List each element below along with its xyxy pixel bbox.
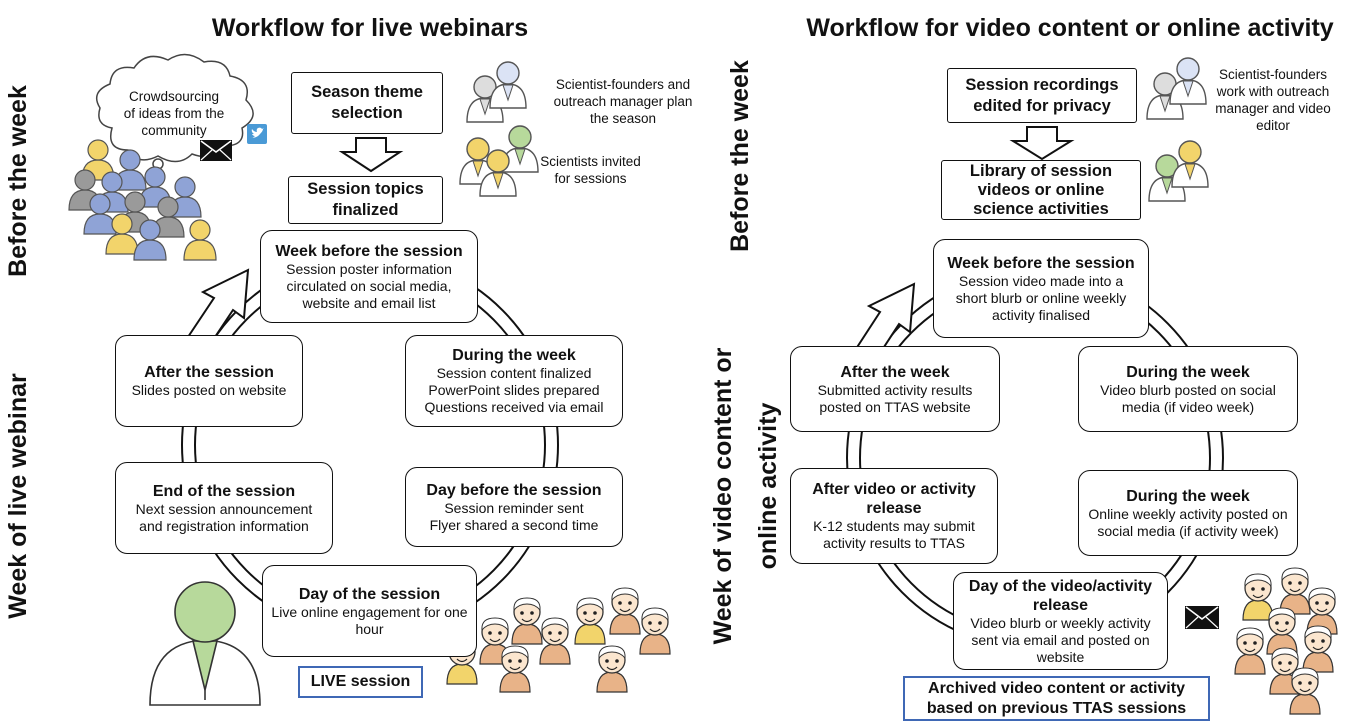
right-after-week-heading: After the week (840, 363, 950, 381)
right-students (1234, 567, 1338, 715)
left-week-before-text: Session poster information circulated on… (286, 260, 452, 311)
right-after-release-heading: After video or activity release (812, 481, 976, 517)
right-during-week-video-text: Video blurb posted on social media (if v… (1100, 381, 1276, 415)
recordings-label: Session recordings edited for privacy (965, 75, 1119, 115)
right-day-of-heading: Day of the video/activity release (968, 577, 1153, 614)
thought-cloud-icon (95, 53, 254, 178)
left-invited-note: Scientists invited for sessions (540, 154, 641, 186)
left-after-session-box: After the session Slides posted on websi… (115, 335, 303, 427)
session-topics-box: Session topics finalized (288, 176, 443, 224)
right-founders-note: Scientist-founders work with outreach ma… (1215, 67, 1331, 133)
right-down-arrow (1009, 126, 1075, 161)
library-label: Library of session videos or online scie… (969, 161, 1113, 218)
right-title: Workflow for video content or online act… (806, 14, 1334, 42)
right-week-before-box: Week before the session Session video ma… (933, 239, 1149, 338)
right-day-of-box: Day of the video/activity release Video … (953, 572, 1168, 670)
left-students (446, 587, 671, 693)
left-founders-icon (466, 61, 527, 123)
left-end-session-box: End of the session Next session announce… (115, 462, 333, 554)
left-day-of-box: Day of the session Live online engagemen… (262, 565, 477, 657)
archive-box: Archived video content or activity based… (903, 676, 1210, 721)
right-week-before-heading: Week before the session (947, 254, 1135, 272)
left-day-of-heading: Day of the session (298, 585, 441, 603)
right-week-before-text: Session video made into a short blurb or… (955, 272, 1127, 323)
left-during-week-box: During the week Session content finalize… (405, 335, 623, 427)
left-during-week-line-3: Questions received via email (424, 399, 604, 415)
left-after-session-heading: After the session (144, 364, 274, 381)
right-during-week-activity-heading: During the week (1126, 487, 1250, 505)
left-founders-note: Scientist-founders and outreach manager … (553, 77, 693, 126)
right-after-release-box: After video or activity release K-12 stu… (790, 468, 998, 564)
left-invited-scientists-icon (459, 125, 539, 197)
right-during-week-activity-text: Online weekly activity posted on social … (1088, 505, 1288, 539)
live-session-box: LIVE session (298, 666, 423, 698)
left-after-session-text: Slides posted on website (131, 382, 287, 398)
envelope-icon (200, 140, 232, 161)
left-during-week-line-1: Session content finalized (436, 365, 592, 381)
left-down-arrow (338, 137, 404, 173)
library-box: Library of session videos or online scie… (941, 160, 1141, 220)
right-founders-icon (1146, 57, 1207, 120)
left-week-before-heading: Week before the session (275, 242, 463, 260)
left-end-session-heading: End of the session (152, 482, 296, 500)
season-theme-label: Season theme selection (311, 83, 423, 122)
left-day-before-line-1: Session reminder sent (444, 499, 584, 516)
right-envelope-icon (1185, 606, 1219, 629)
left-during-week-heading: During the week (452, 347, 576, 364)
left-day-of-text: Live online engagement for one hour (271, 603, 468, 637)
right-after-release-text: K-12 students may submit activity result… (813, 518, 975, 551)
right-during-week-activity-box: During the week Online weekly activity p… (1078, 470, 1298, 556)
left-title: Workflow for live webinars (211, 14, 529, 42)
left-end-session-text: Next session announcement and registrati… (135, 500, 313, 534)
left-day-before-box: Day before the session Session reminder … (405, 467, 623, 547)
presenter-icon (149, 581, 261, 706)
right-after-week-box: After the week Submitted activity result… (790, 346, 1000, 432)
right-after-week-text: Submitted activity results posted on TTA… (817, 381, 973, 415)
left-during-week-line-2: PowerPoint slides prepared (428, 382, 600, 398)
recordings-box: Session recordings edited for privacy (947, 68, 1137, 123)
right-during-week-video-heading: During the week (1126, 363, 1250, 381)
right-day-of-text: Video blurb or weekly activity sent via … (970, 614, 1151, 665)
cloud-text: Crowdsourcing of ideas from the communit… (123, 89, 225, 138)
session-topics-label: Session topics finalized (307, 180, 424, 219)
twitter-icon (247, 124, 267, 144)
season-theme-box: Season theme selection (291, 72, 443, 134)
right-during-week-video-box: During the week Video blurb posted on so… (1078, 346, 1298, 432)
left-day-before-line-2: Flyer shared a second time (429, 516, 599, 533)
left-week-before-box: Week before the session Session poster i… (260, 230, 478, 323)
left-day-before-heading: Day before the session (426, 481, 602, 499)
right-library-people-icon (1148, 140, 1209, 202)
